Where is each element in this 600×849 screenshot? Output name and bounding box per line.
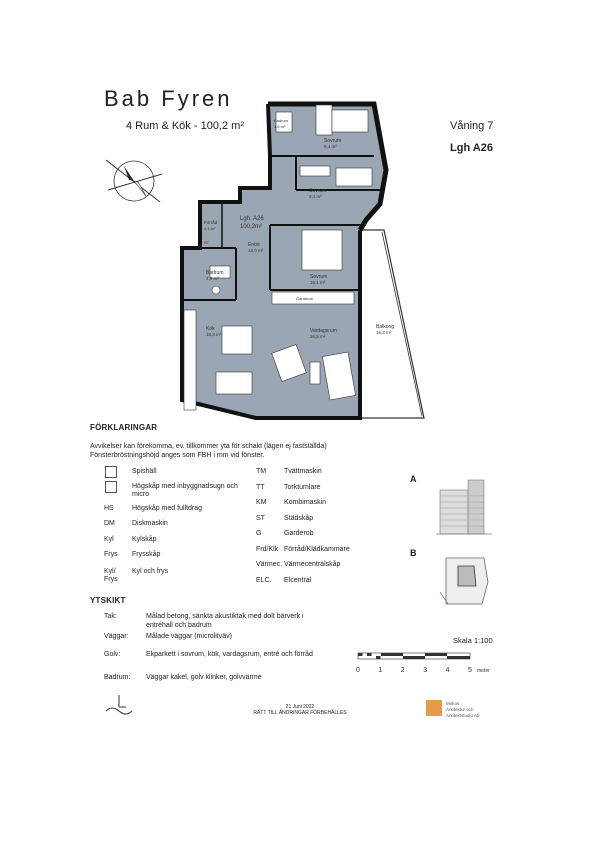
legend-code: G xyxy=(256,530,262,537)
footer-date: 21 Juni 2022 RÄTT TILL ÄNDRINGAR FÖRBEHÅ… xyxy=(253,704,347,716)
scale-bar: 0 1 2 3 4 5 meter xyxy=(356,652,490,674)
keyplan-a-label: A xyxy=(410,474,417,484)
svg-text:16,1 m²: 16,1 m² xyxy=(310,280,326,285)
legend-code: TM xyxy=(256,468,267,475)
scale-tick-label: 5 xyxy=(468,667,472,674)
legend-text: Kyl och frys xyxy=(132,568,169,575)
apartment-summary: 4 Rum & Kök - 100,2 m² xyxy=(126,120,244,132)
svg-text:26,5 m²: 26,5 m² xyxy=(310,334,326,339)
finish-text: Målad betong, sänkta akustiktak med dolt… xyxy=(146,613,304,629)
legend-title: FÖRKLARINGAR xyxy=(90,423,158,432)
finish-text: Målade väggar (microlitväv) xyxy=(146,633,232,640)
legend-text: Tvättmaskin xyxy=(284,468,322,475)
legend-text: Spishäll xyxy=(132,468,157,475)
svg-text:4,9 m²: 4,9 m² xyxy=(206,276,219,281)
scale-tick-label: 0 xyxy=(356,667,360,674)
legend-code: Frd/Klk xyxy=(256,545,279,553)
scale-tick-label: 3 xyxy=(423,667,427,674)
oven-icon xyxy=(105,481,117,493)
svg-text:13,0 m²: 13,0 m² xyxy=(248,248,264,253)
legend-code: Värmec. xyxy=(256,561,283,568)
unit-label: Lgh A26 xyxy=(450,142,493,154)
svg-text:1,6 m²: 1,6 m² xyxy=(274,124,286,129)
svg-text:4,4 m²: 4,4 m² xyxy=(204,226,216,231)
legend-code: TT xyxy=(256,483,265,491)
fyren-logo xyxy=(105,695,133,715)
finishes-title: YTSKIKT xyxy=(90,596,126,605)
scale-label: Skala 1:100 xyxy=(453,636,493,645)
legend-code: HS xyxy=(104,505,114,512)
svg-text:Badrum: Badrum xyxy=(206,270,224,276)
room-label-sovrum-1: Sovrum xyxy=(324,138,341,144)
svg-text:9,4 m²: 9,4 m² xyxy=(324,144,337,149)
legend-code: Frys xyxy=(104,551,118,558)
legend-code: DM xyxy=(104,520,115,527)
legend-note-2: Fönsterbröstningshöjd anges som FBH i mm… xyxy=(90,452,265,459)
legend-text: Torktumlare xyxy=(284,483,321,491)
legend-code: Kyl xyxy=(104,536,114,543)
legend-text: Frysskåp xyxy=(132,551,161,558)
legend-text: Kylskåp xyxy=(132,536,157,543)
finish-text: Väggar kakel, golv klinker, golvvärme xyxy=(146,674,262,681)
keyplan-b-label: B xyxy=(410,548,417,558)
legend-text: Diskmaskin xyxy=(132,520,168,527)
page-title: Bab Fyren xyxy=(104,86,233,111)
svg-text:Sovrum: Sovrum xyxy=(309,188,326,194)
svg-text:Garderob: Garderob xyxy=(296,296,314,301)
company-name: Mirkos Arkitektur och Arkitektstudio Ab xyxy=(446,701,480,718)
legend-text: Värmecentralskåp xyxy=(284,561,341,568)
scale-unit: meter xyxy=(477,668,490,674)
scale-tick-label: 1 xyxy=(378,667,382,674)
legend-text: Högskåp med fulltdrag xyxy=(132,505,203,512)
svg-text:Badrum: Badrum xyxy=(274,118,289,123)
legend-code: ST xyxy=(256,514,265,522)
finish-label: Väggar: xyxy=(104,633,129,640)
compass-icon xyxy=(105,159,163,203)
svg-text:Vardagsrum: Vardagsrum xyxy=(310,328,337,334)
legend-text: Garderob xyxy=(284,530,314,537)
floor-label: Våning 7 xyxy=(450,120,494,132)
legend-text: Kombimaskin xyxy=(284,499,327,506)
svg-text:Balkong: Balkong xyxy=(376,324,394,330)
svg-text:Sovrum: Sovrum xyxy=(310,274,327,280)
svg-text:Lgh. A26: Lgh. A26 xyxy=(240,216,264,222)
floor-plan: Sovrum 9,4 m² Sovrum 8,4 m² Sovrum 16,1 … xyxy=(180,101,425,420)
finish-label: Golv: xyxy=(104,651,121,658)
svg-text:100,2m²: 100,2m² xyxy=(240,224,262,230)
svg-text:8,4 m²: 8,4 m² xyxy=(309,194,322,199)
finish-label: Tak: xyxy=(104,613,117,620)
legend-code: Kyl/ Frys xyxy=(104,568,118,583)
building-elevation xyxy=(436,479,492,535)
stove-icon xyxy=(105,466,117,478)
scale-tick-label: 4 xyxy=(446,667,450,674)
company-logo-mark xyxy=(426,700,442,716)
finish-text: Ekparkett i sovrum, kök, vardagsrum, ent… xyxy=(146,651,313,658)
svg-text:Entré: Entré xyxy=(248,242,260,248)
legend-code: KM xyxy=(256,499,267,506)
svg-text:16,3 m²: 16,3 m² xyxy=(376,330,392,335)
svg-text:Förråd: Förråd xyxy=(204,219,218,225)
legend-text: Förråd/Klädkammare xyxy=(284,545,350,553)
legend-code: ELC. xyxy=(256,576,272,584)
svg-text:ST: ST xyxy=(204,240,210,245)
legend-text: Elcentral xyxy=(284,576,312,584)
scale-tick-label: 2 xyxy=(401,667,405,674)
svg-text:18,3 m²: 18,3 m² xyxy=(206,332,222,337)
svg-text:Kök: Kök xyxy=(206,326,215,332)
legend-text: Städskåp xyxy=(284,514,314,522)
keyplan-floor xyxy=(439,557,489,605)
legend-note-1: Avvikelser kan förekomma, ev. tillkommer… xyxy=(90,443,327,450)
legend-text: Högskåp med inbyggnadsugn och micro xyxy=(132,483,238,498)
finish-label: Badrum: xyxy=(104,674,131,681)
